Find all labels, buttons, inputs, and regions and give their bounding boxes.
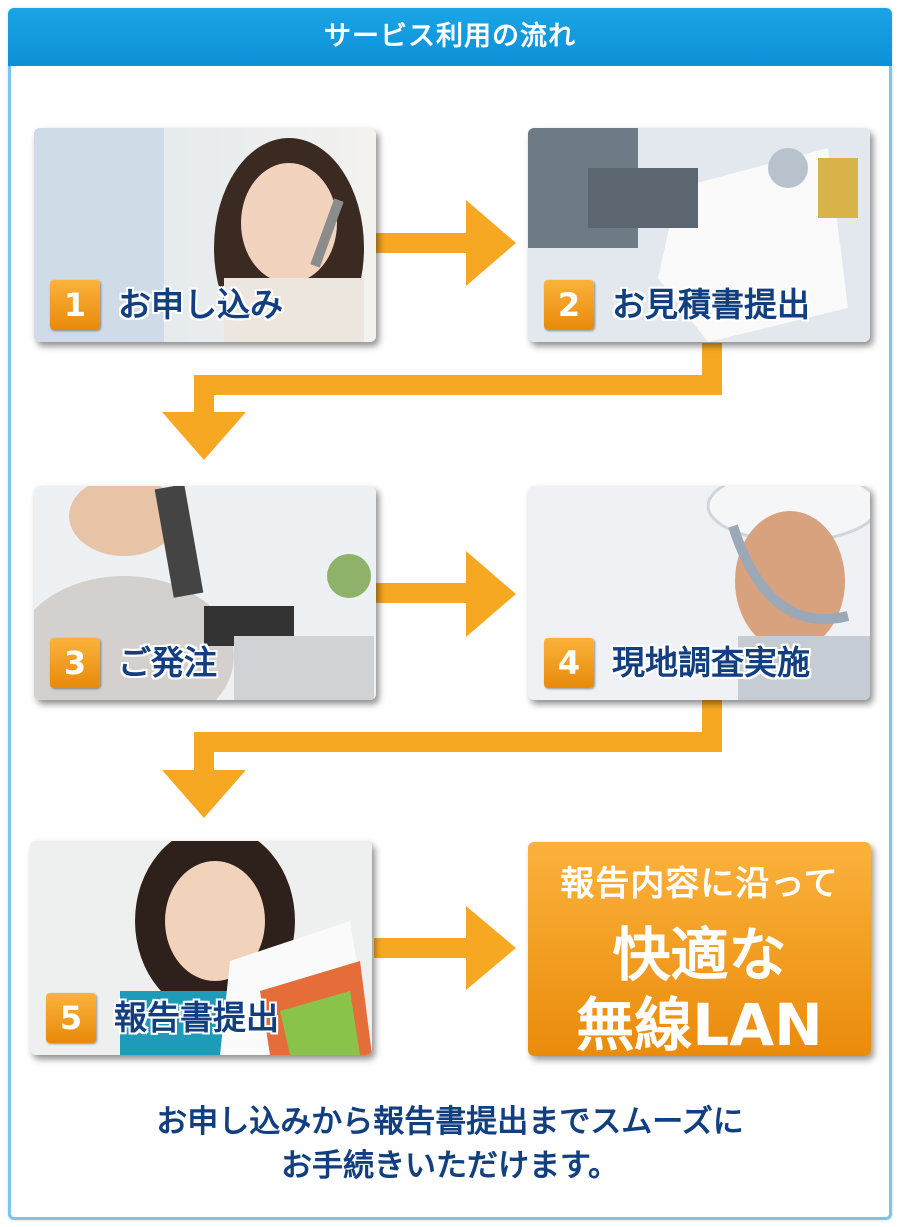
step-card-order: 3 ご発注: [34, 486, 376, 700]
footer-line-2: お手続きいただけます。: [281, 1148, 619, 1184]
section-title: サービス利用の流れ: [324, 21, 576, 52]
arrow-right-1: [376, 200, 516, 286]
step-number-badge: 5: [46, 993, 96, 1043]
arrow-right-5: [374, 906, 516, 990]
step-label: 報告書提出: [114, 998, 279, 1037]
woman-on-phone-photo: [34, 128, 376, 342]
step-label: ご発注: [118, 643, 217, 682]
result-line-2: 快適な: [612, 921, 787, 989]
woman-with-report-photo: [30, 841, 372, 1055]
arrow-down-4: [162, 700, 722, 818]
step-card-report: 5 報告書提出: [30, 841, 372, 1055]
step-label: 現地調査実施: [612, 643, 810, 682]
step-label: お申し込み: [118, 285, 283, 324]
arrow-down-2: [162, 343, 722, 460]
step-number-badge: 4: [544, 638, 594, 688]
step-card-site-survey: 4 現地調査実施: [528, 486, 870, 700]
step-card-application: 1 お申し込み: [34, 128, 376, 342]
step-number-badge: 2: [544, 280, 594, 330]
result-line-3: 無線LAN: [576, 991, 823, 1059]
footer-message: お申し込みから報告書提出までスムーズに お手続きいただけます。: [0, 1100, 900, 1188]
step-label: お見積書提出: [612, 285, 810, 324]
step-number-badge: 3: [50, 638, 100, 688]
step-number-badge: 1: [50, 280, 100, 330]
section-header: サービス利用の流れ: [8, 8, 892, 66]
result-line-1: 報告内容に沿って: [560, 864, 839, 904]
step-card-quotation: 2 お見積書提出: [528, 128, 870, 342]
footer-line-1: お申し込みから報告書提出までスムーズに: [156, 1104, 744, 1140]
arrow-right-3: [376, 551, 516, 637]
result-box: 報告内容に沿って 快適な 無線LAN: [528, 842, 871, 1059]
